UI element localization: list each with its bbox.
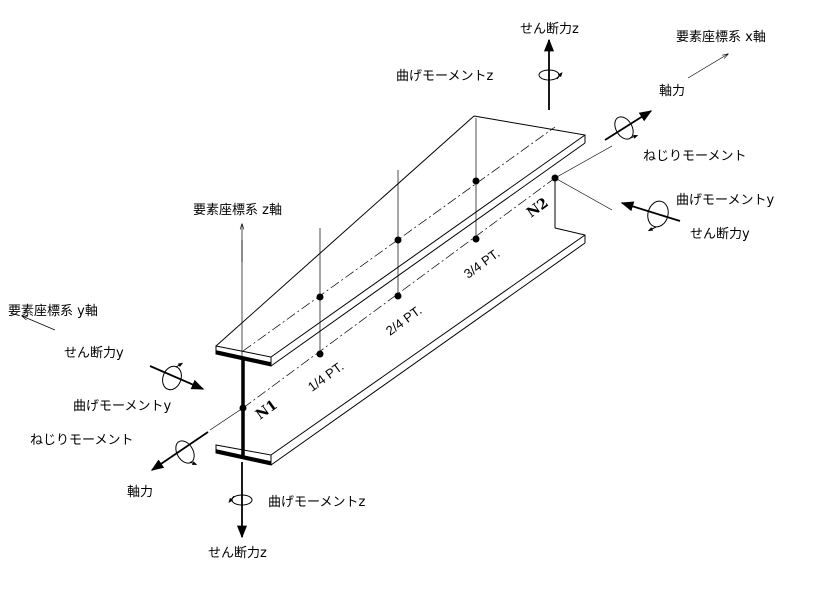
quarter-point-label: 1/4 PT.: [305, 359, 347, 395]
bottom-flange-lower-edge: [270, 242, 586, 466]
bottom-shear-z-label: せん断力z: [208, 546, 267, 561]
moment-y-right-rotation-tip: [647, 226, 657, 232]
quarter-point-top: [316, 293, 324, 301]
shear-y-right-arrow: [620, 201, 681, 222]
bottom-moment-z-label: 曲げモーメントz: [268, 495, 365, 510]
x-axis-arrow: [687, 54, 728, 79]
i-beam: [209, 115, 613, 466]
axial-right-arrow: [604, 110, 653, 141]
torsion-left-rotation-tip: [189, 461, 198, 465]
bottom-moment-z-rotation-tip: [228, 495, 235, 503]
torsion-right-rotation-icon: [614, 116, 634, 140]
n1-section-bottom: [215, 449, 272, 465]
moment-y-left-rotation-icon: [162, 365, 182, 391]
torsion-right-label: ねじりモーメント: [643, 149, 746, 164]
moment-y-left-rotation-tip: [175, 362, 184, 368]
top-moment-z-rotation-tip: [556, 72, 563, 80]
moment-y-right-label: 曲げモーメントy: [676, 193, 774, 208]
n2-guide-right: [554, 177, 613, 211]
axial-left-label: 軸力: [127, 485, 153, 500]
moment-y-right-rotation-icon: [647, 200, 669, 228]
x-axis-label: 要素座標系 x軸: [676, 30, 766, 45]
torsion-left-label: ねじりモーメント: [30, 433, 133, 448]
axial-left-arrow: [150, 431, 209, 471]
n1-point: [239, 404, 247, 412]
half-point-label: 2/4 PT.: [383, 303, 425, 339]
top-moment-z-label: 曲げモーメントz: [396, 69, 493, 84]
y-axis-arrow: [22, 316, 56, 331]
three-quarter-point-top: [472, 177, 480, 185]
bottom-flange-back: [554, 227, 586, 243]
bottom-flange-front: [215, 444, 272, 466]
shear-y-left-label: せん断力y: [64, 346, 124, 361]
top-flange-top-right-edge: [270, 134, 586, 358]
shear-y-right-label: せん断力y: [690, 227, 750, 242]
shear-y-left-arrow: [149, 365, 205, 390]
half-point-top: [394, 236, 402, 244]
y-axis-label: 要素座標系 y軸: [8, 304, 98, 319]
x-axis-extension-right: [554, 145, 613, 179]
node-label-n2: N2: [524, 195, 552, 221]
top-flange-back-edge: [473, 115, 586, 143]
top-flange-lower-edge: [270, 142, 586, 367]
moment-y-left-label: 曲げモーメントy: [73, 399, 171, 414]
half-point-bottom: [394, 292, 402, 300]
top-shear-z-label: せん断力z: [520, 22, 579, 37]
top-centerline: [242, 126, 556, 352]
three-quarter-point-bottom: [472, 235, 480, 243]
torsion-right-rotation-tip: [629, 134, 639, 139]
z-axis-label: 要素座標系 z軸: [193, 203, 282, 218]
three-quarter-point-label: 3/4 PT.: [461, 246, 503, 282]
n2-point: [551, 174, 559, 182]
bottom-flange-top-edge: [270, 234, 586, 456]
quarter-point-bottom: [316, 350, 324, 358]
axial-right-label: 軸力: [659, 84, 685, 99]
node-label-n1: N1: [253, 397, 281, 423]
top-flange-front: [215, 345, 272, 367]
x-axis-extension-left: [209, 407, 244, 431]
top-flange-top-left-edge: [215, 115, 475, 347]
